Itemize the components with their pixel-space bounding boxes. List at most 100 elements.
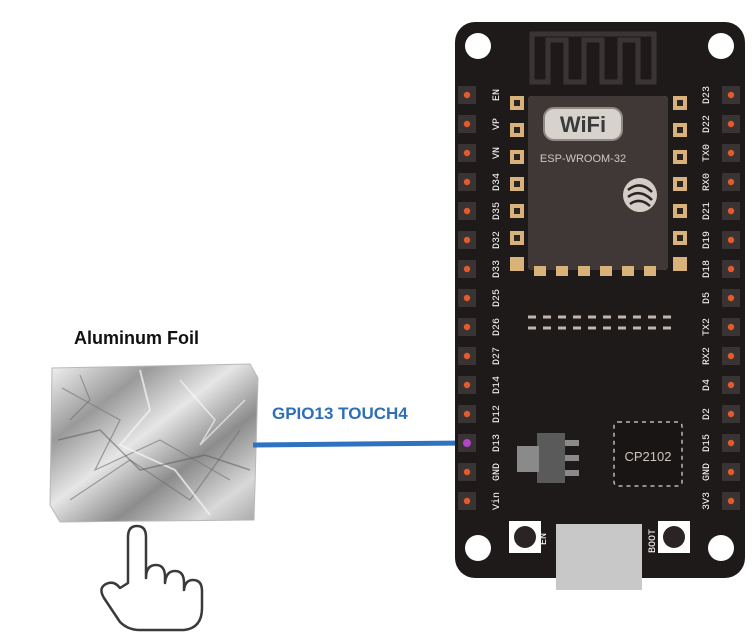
left-pin-dot (463, 265, 471, 273)
wire-label: GPIO13 TOUCH4 (272, 404, 408, 423)
left-pin-dot (463, 120, 471, 128)
left-pin-label: D27 (492, 347, 503, 365)
right-pin-dot (727, 91, 735, 99)
module-bottom-pad (600, 266, 612, 276)
d13-contact (463, 439, 471, 447)
module-pads (510, 96, 687, 276)
right-pin-label: GND (702, 463, 713, 481)
module-pad-hole (514, 181, 520, 187)
right-pin-label: D18 (702, 260, 713, 278)
foil-label: Aluminum Foil (74, 328, 199, 348)
left-pin-label: D32 (492, 231, 503, 249)
right-pin-label: TX0 (702, 144, 713, 162)
module-pad-hole (514, 127, 520, 133)
left-pin-label: D25 (492, 289, 503, 307)
left-pin-label: VN (492, 147, 503, 159)
left-pin-dot (463, 149, 471, 157)
en-button[interactable] (509, 521, 541, 553)
right-pin-label: RX2 (702, 347, 713, 365)
boot-button-label: BOOT (648, 529, 659, 553)
right-pin-label: D5 (702, 292, 713, 304)
right-pin-label: D15 (702, 434, 713, 452)
module-bottom-pad (644, 266, 656, 276)
left-pin-dot (463, 410, 471, 418)
right-pin-label: D21 (702, 202, 713, 220)
left-pin-label: VP (492, 118, 503, 130)
right-pin-dot (727, 323, 735, 331)
right-pin-label: D23 (702, 86, 713, 104)
espressif-logo-icon (623, 178, 657, 212)
right-pin-dot (727, 352, 735, 360)
module-pad-hole (514, 100, 520, 106)
module-pad-hole (514, 208, 520, 214)
right-pin-dot (727, 149, 735, 157)
left-pin-label: D13 (492, 434, 503, 452)
right-pin-dot (727, 265, 735, 273)
module-pad-hole (677, 208, 683, 214)
module-pad (673, 257, 687, 271)
right-pin-dot (727, 294, 735, 302)
right-pin-label: RX0 (702, 173, 713, 191)
right-pin-label: D2 (702, 408, 713, 420)
module-pad (510, 257, 524, 271)
wire (252, 440, 468, 448)
right-pin-dot (727, 468, 735, 476)
left-pin-dot (463, 178, 471, 186)
right-pin-dot (727, 236, 735, 244)
right-pin-label: TX2 (702, 318, 713, 336)
left-pin-dot (463, 323, 471, 331)
right-pin-label: D19 (702, 231, 713, 249)
module-pad-hole (677, 154, 683, 160)
left-pin-dot (463, 207, 471, 215)
right-pin-dot (727, 207, 735, 215)
usb-connector (556, 524, 642, 590)
left-pin-label: D33 (492, 260, 503, 278)
module-pad-hole (677, 100, 683, 106)
aluminum-foil (49, 363, 259, 523)
left-pin-label: Vin (491, 492, 503, 510)
right-pin-label: 3V3 (702, 492, 713, 510)
pointing-hand-icon (100, 524, 204, 632)
left-pin-label: D34 (492, 173, 503, 191)
module-name: ESP-WROOM-32 (540, 153, 626, 165)
right-pin-dot (727, 381, 735, 389)
cp2102-chip: CP2102 (613, 421, 683, 487)
left-pin-dot (463, 468, 471, 476)
right-pin-label: D4 (702, 379, 713, 391)
left-pin-label: D35 (492, 202, 503, 220)
left-pin-dot (463, 381, 471, 389)
antenna (529, 31, 657, 85)
left-pin-dot (463, 352, 471, 360)
left-pin-label: EN (492, 89, 503, 101)
left-pin-label: D14 (492, 376, 503, 394)
right-pin-label: D22 (702, 115, 713, 133)
boot-button[interactable] (658, 521, 690, 553)
module-pad-hole (677, 235, 683, 241)
module-bottom-pad (622, 266, 634, 276)
left-pin-dot (463, 236, 471, 244)
right-pin-dot (727, 120, 735, 128)
left-pin-dot (463, 294, 471, 302)
right-pin-dot (727, 410, 735, 418)
module-bottom-pad (534, 266, 546, 276)
chip-label: CP2102 (625, 449, 672, 464)
left-pin-label: D12 (492, 405, 503, 423)
left-pin-dot (463, 497, 471, 505)
left-pin-dot (463, 91, 471, 99)
module-pad-hole (514, 154, 520, 160)
trace-dashes (528, 315, 672, 330)
left-pin-label: GND (492, 463, 503, 481)
module-pad-hole (677, 127, 683, 133)
module-pad-hole (677, 181, 683, 187)
right-pin-dot (727, 178, 735, 186)
module-pad-hole (514, 235, 520, 241)
wifi-badge-text: WiFi (560, 112, 606, 137)
en-button-label: EN (539, 533, 550, 545)
left-pin-label: D26 (492, 318, 503, 336)
right-pin-dot (727, 497, 735, 505)
module-bottom-pad (556, 266, 568, 276)
right-pin-dot (727, 439, 735, 447)
